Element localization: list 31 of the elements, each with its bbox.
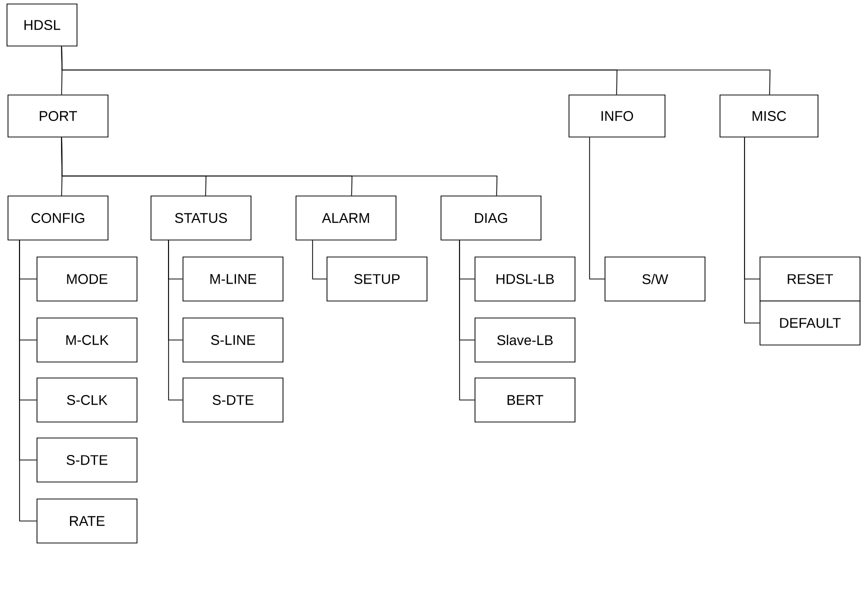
menu-box: ALARM	[296, 196, 396, 240]
menu-box: M-LINE	[182, 256, 284, 302]
menu-box: DEFAULT	[760, 300, 860, 346]
menu-box: PORT	[8, 94, 108, 138]
menu-box: CONFIG	[8, 196, 108, 240]
menu-box: S-LINE	[182, 318, 284, 362]
connector-line	[459, 240, 475, 400]
menu-box: S-DTE	[36, 438, 138, 482]
menu-box: Slave-LB	[474, 318, 576, 362]
menu-box: MISC	[720, 94, 818, 138]
connector-line	[19, 240, 37, 522]
menu-box: HDSL	[6, 4, 78, 46]
connector-line	[589, 137, 605, 280]
menu-box: SETUP	[326, 256, 428, 302]
connector-line	[168, 240, 183, 400]
connector-line	[61, 137, 498, 196]
menu-box: S-DTE	[182, 378, 284, 422]
menu-box: RESET	[760, 256, 860, 302]
menu-box: INFO	[568, 94, 666, 138]
connector-line	[61, 46, 770, 95]
menu-box: RATE	[36, 498, 138, 544]
menu-box: HDSL-LB	[474, 256, 576, 302]
menu-box: DIAG	[440, 196, 542, 240]
menu-box: M-CLK	[36, 318, 138, 362]
menu-box: BERT	[474, 378, 576, 422]
menu-box: STATUS	[150, 196, 252, 240]
menu-box: S-CLK	[36, 378, 138, 422]
connector-line	[312, 240, 327, 280]
menu-box: MODE	[36, 256, 138, 302]
connector-line	[744, 137, 760, 324]
menu-box: S/W	[604, 256, 706, 302]
